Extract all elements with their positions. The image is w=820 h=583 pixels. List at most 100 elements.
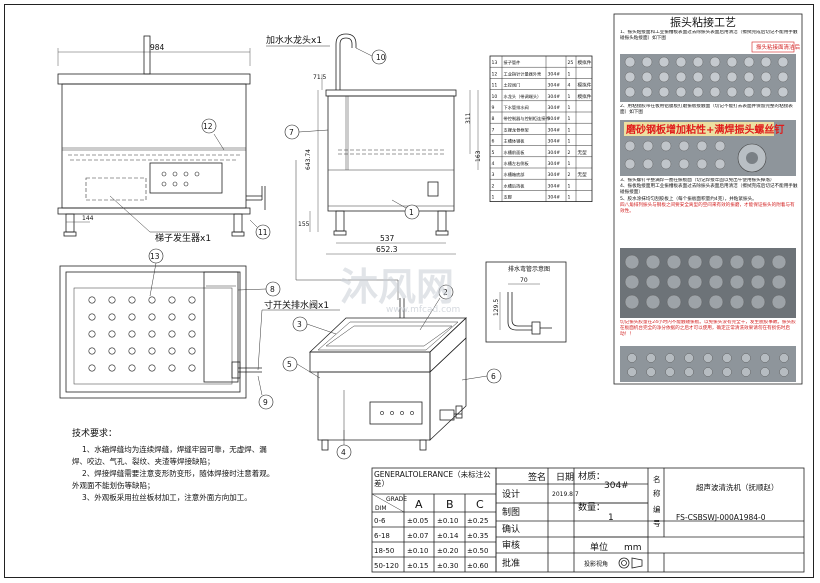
tb-material-label: 材质： [578, 470, 605, 482]
tolerance-cell: 18-50 [374, 547, 394, 555]
top-view: 寸开关排水阀x1 13 8 9 [59, 248, 340, 410]
bom-cell: 6 [492, 139, 495, 145]
bom-cell: 13 [492, 60, 498, 66]
transducer-mark [188, 330, 196, 338]
transducer-mark [148, 330, 156, 338]
tb-name-label-1: 名 [653, 474, 661, 484]
tb-drawing: 制图 [502, 506, 520, 518]
photo-pad [709, 71, 721, 83]
photo-pad [729, 274, 745, 290]
faucet-label: 加水水龙头x1 [266, 34, 322, 46]
bom-cell: 无型 [578, 171, 588, 178]
photo-pad [722, 353, 732, 363]
tb-unit-label: 单位 [590, 541, 608, 553]
transducer-mark [88, 296, 96, 304]
photo-pad [645, 274, 661, 290]
photo-pad [729, 254, 745, 270]
photo-pad [743, 86, 755, 98]
tb-review: 审核 [502, 539, 520, 551]
photo-pad [692, 71, 704, 83]
photo-pad [641, 86, 653, 98]
transducer-mark [88, 347, 96, 355]
photo-pad [665, 353, 675, 363]
notes-title: 技术要求： [72, 427, 117, 439]
bom-cell: 304# [548, 127, 561, 133]
bom-cell: 9 [492, 105, 495, 111]
side-dim-depth: 537 [380, 234, 395, 243]
photo-pad [624, 274, 640, 290]
tolerance-cell: 6-18 [374, 532, 390, 540]
bom-cell: 304# [548, 105, 561, 111]
technical-notes: 技术要求： 1、水箱焊缝均为连续焊缝，焊缝牢固可靠，无虚焊、漏 焊、咬边、气孔、… [72, 427, 274, 502]
tb-design: 设计 [502, 488, 520, 500]
process-step5: 5、胶水涂抹均匀刮胶板上（每个振板面积量约4克），并粘紧振头。 [620, 196, 757, 202]
transducer-mark [88, 364, 96, 372]
tb-qty-label: 数量： [578, 501, 605, 513]
photo-pad [624, 140, 636, 152]
transducer-mark [168, 296, 176, 304]
transducer-mark [168, 347, 176, 355]
bom-cell: 1 [568, 161, 571, 167]
photo-pad [741, 367, 751, 377]
tb-design-date: 2019.8.7 [552, 491, 579, 498]
tb-code-label-1: 编 [653, 504, 661, 514]
tb-sign: 签名 [528, 471, 546, 483]
transducer-mark [128, 313, 136, 321]
balloon-7: 7 [289, 128, 294, 137]
transducer-mark [108, 296, 116, 304]
photo-pad [743, 71, 755, 83]
photo-pad [779, 353, 789, 363]
transducer-mark [188, 347, 196, 355]
bom-cell: 1 [568, 94, 571, 100]
balloon-12: 12 [203, 122, 213, 131]
bom-cell: 土控阀门 [504, 82, 521, 89]
bom-cell: 1 [568, 105, 571, 111]
bom-cell: 主槽体钢板 [504, 138, 526, 145]
balloon-13: 13 [150, 252, 160, 261]
photo-pad [703, 353, 713, 363]
photo-pad [645, 294, 661, 310]
notes-line-5: 3、外观板采用拉丝板材加工，注意外面方向加工。 [82, 492, 252, 502]
tolerance-cell: ±0.05 [407, 517, 428, 525]
tb-qty: 1 [608, 513, 614, 523]
bom-cell: 4 [568, 83, 571, 89]
detail-title: 排水弯管示意图 [508, 265, 550, 273]
photo-pad [714, 140, 726, 152]
photo-pad [641, 71, 653, 83]
bom-cell: 8 [492, 116, 495, 122]
photo-pad [646, 353, 656, 363]
front-width-dim: 984 [150, 43, 165, 52]
balloon-4: 4 [341, 448, 346, 457]
photo-pad [696, 140, 708, 152]
transducer-mark [148, 296, 156, 304]
photo-pad [666, 274, 682, 290]
bom-cell: 7 [492, 127, 495, 133]
side-dim-top: 71.5 [313, 74, 327, 81]
bom-cell: 2 [492, 183, 495, 189]
photo-pad [771, 254, 787, 270]
valve-label: 寸开关排水阀x1 [264, 299, 329, 311]
photo-pad [779, 367, 789, 377]
notes-line-2: 焊、咬边、气孔、裂纹、夹渣等焊接缺陷； [72, 456, 215, 466]
bom-cell: 10 [492, 94, 498, 100]
tolerance-cell: ±0.60 [467, 562, 488, 570]
photo-pad [760, 353, 770, 363]
tolerance-cell: 50-120 [374, 562, 399, 570]
tb-product-name: 超声波清洗机（抚顺赵） [696, 482, 779, 492]
photo-pad [658, 71, 670, 83]
tb-material: 304# [604, 481, 629, 491]
photo-pad [645, 254, 661, 270]
tolerance-title: GENERALTOLERANCE（未标注公差） [374, 470, 491, 488]
side-view: 加水水龙头x1 10 71.5 643.74 311 163 155 [266, 33, 482, 300]
bom-cell: 304# [548, 116, 561, 122]
photo-pad [687, 254, 703, 270]
tolerance-cell: ±0.10 [407, 547, 428, 555]
tolerance-cell: ±0.25 [467, 517, 488, 525]
transducer-mark [168, 313, 176, 321]
photo-pad [709, 86, 721, 98]
bom-cell: 1 [568, 195, 571, 201]
process-highlight: 磨砂钢板增加粘性+满焊振头螺丝钉 [625, 123, 784, 136]
transducer-mark [128, 364, 136, 372]
transducer-mark [88, 313, 96, 321]
